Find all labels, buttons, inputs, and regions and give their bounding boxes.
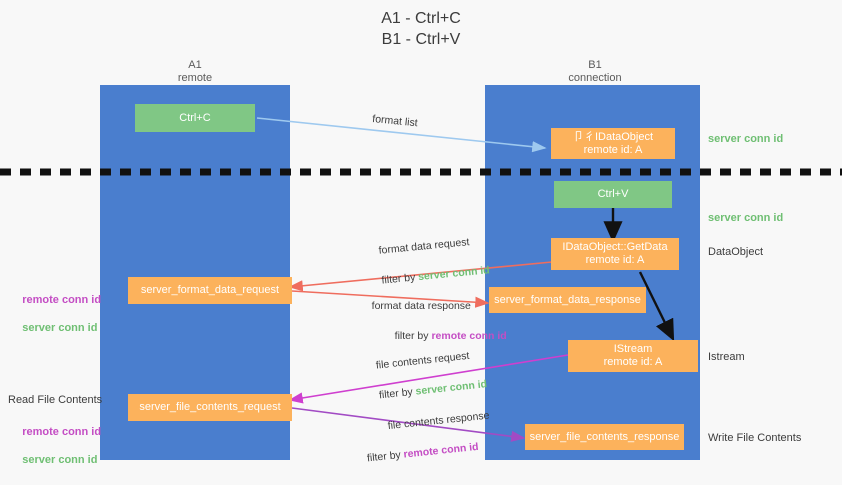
edge-file-contents-request-line1: file contents request bbox=[375, 349, 471, 372]
node-istream-line1: IStream bbox=[613, 343, 653, 355]
node-istream-line2: remote id: A bbox=[603, 356, 663, 368]
label-server-conn-id-top: server conn id bbox=[708, 133, 784, 145]
edge-format-data-request-line1: format data request bbox=[378, 236, 470, 257]
node-idataobject-getdata[interactable]: IDataObject::GetData remote id: A bbox=[551, 238, 679, 270]
label-dataobject: DataObject bbox=[708, 246, 764, 258]
node-getdata-line2: remote id: A bbox=[585, 254, 645, 266]
label-istream: Istream bbox=[708, 351, 745, 363]
label-left-bottom-remote-conn-id: remote conn id bbox=[22, 426, 102, 438]
label-left-bottom-server-conn-id: server conn id bbox=[22, 454, 98, 466]
node-server-format-data-request[interactable]: server_format_data_request bbox=[128, 277, 292, 304]
column-b1-sub: connection bbox=[568, 72, 622, 84]
edge-label-format-data-response: format data response filter by remote co… bbox=[360, 284, 507, 359]
label-left-bottom-conn-ids: remote conn id server conn id bbox=[10, 411, 101, 481]
edge-format-data-response-filter-prefix: filter by bbox=[394, 330, 432, 342]
node-server-file-contents-response[interactable]: server_file_contents_response bbox=[525, 424, 684, 450]
column-b1-name: B1 bbox=[588, 59, 602, 71]
column-a1-name: A1 bbox=[188, 59, 202, 71]
edge-label-format-list: format list bbox=[371, 112, 419, 130]
label-left-mid-server-conn-id: server conn id bbox=[22, 322, 98, 334]
node-istream[interactable]: IStream remote id: A bbox=[568, 340, 698, 372]
label-read-file-contents: Read File Contents bbox=[8, 394, 103, 406]
title-line-1: A1 - Ctrl+C bbox=[381, 10, 461, 27]
label-server-conn-id-second: server conn id bbox=[708, 212, 784, 224]
node-ctrl-c[interactable]: Ctrl+C bbox=[135, 104, 255, 132]
node-ole-idataobject-line2: remote id: A bbox=[583, 143, 643, 156]
page-title: A1 - Ctrl+C B1 - Ctrl+V bbox=[0, 8, 842, 50]
edge-file-contents-response-filter-value: remote conn id bbox=[402, 440, 480, 461]
node-ole-idataobject[interactable]: 卩彳IDataObject remote id: A bbox=[551, 128, 675, 159]
node-ole-idataobject-line1: 卩彳IDataObject bbox=[572, 130, 654, 143]
edge-format-data-response-filter-value: remote conn id bbox=[431, 330, 507, 342]
label-write-file-contents: Write File Contents bbox=[708, 432, 802, 444]
column-a1-sub: remote bbox=[177, 72, 213, 84]
label-left-mid-remote-conn-id: remote conn id bbox=[22, 294, 102, 306]
node-server-format-data-response[interactable]: server_format_data_response bbox=[489, 287, 646, 313]
edge-file-contents-request-filter-prefix: filter by bbox=[378, 385, 417, 402]
node-ctrl-v[interactable]: Ctrl+V bbox=[554, 181, 672, 208]
node-getdata-line1: IDataObject::GetData bbox=[562, 241, 668, 253]
edge-format-data-request-filter-value: server conn id bbox=[417, 264, 491, 284]
title-line-2: B1 - Ctrl+V bbox=[381, 31, 461, 48]
node-server-file-contents-request[interactable]: server_file_contents_request bbox=[128, 394, 292, 421]
edge-file-contents-response-line1: file contents response bbox=[387, 409, 490, 433]
edge-format-data-response-line1: format data response bbox=[371, 300, 471, 312]
edge-file-contents-response-filter-prefix: filter by bbox=[366, 448, 405, 465]
label-left-mid-conn-ids: remote conn id server conn id bbox=[10, 279, 101, 349]
edge-label-file-contents-response: file contents response filter by remote … bbox=[350, 394, 495, 483]
